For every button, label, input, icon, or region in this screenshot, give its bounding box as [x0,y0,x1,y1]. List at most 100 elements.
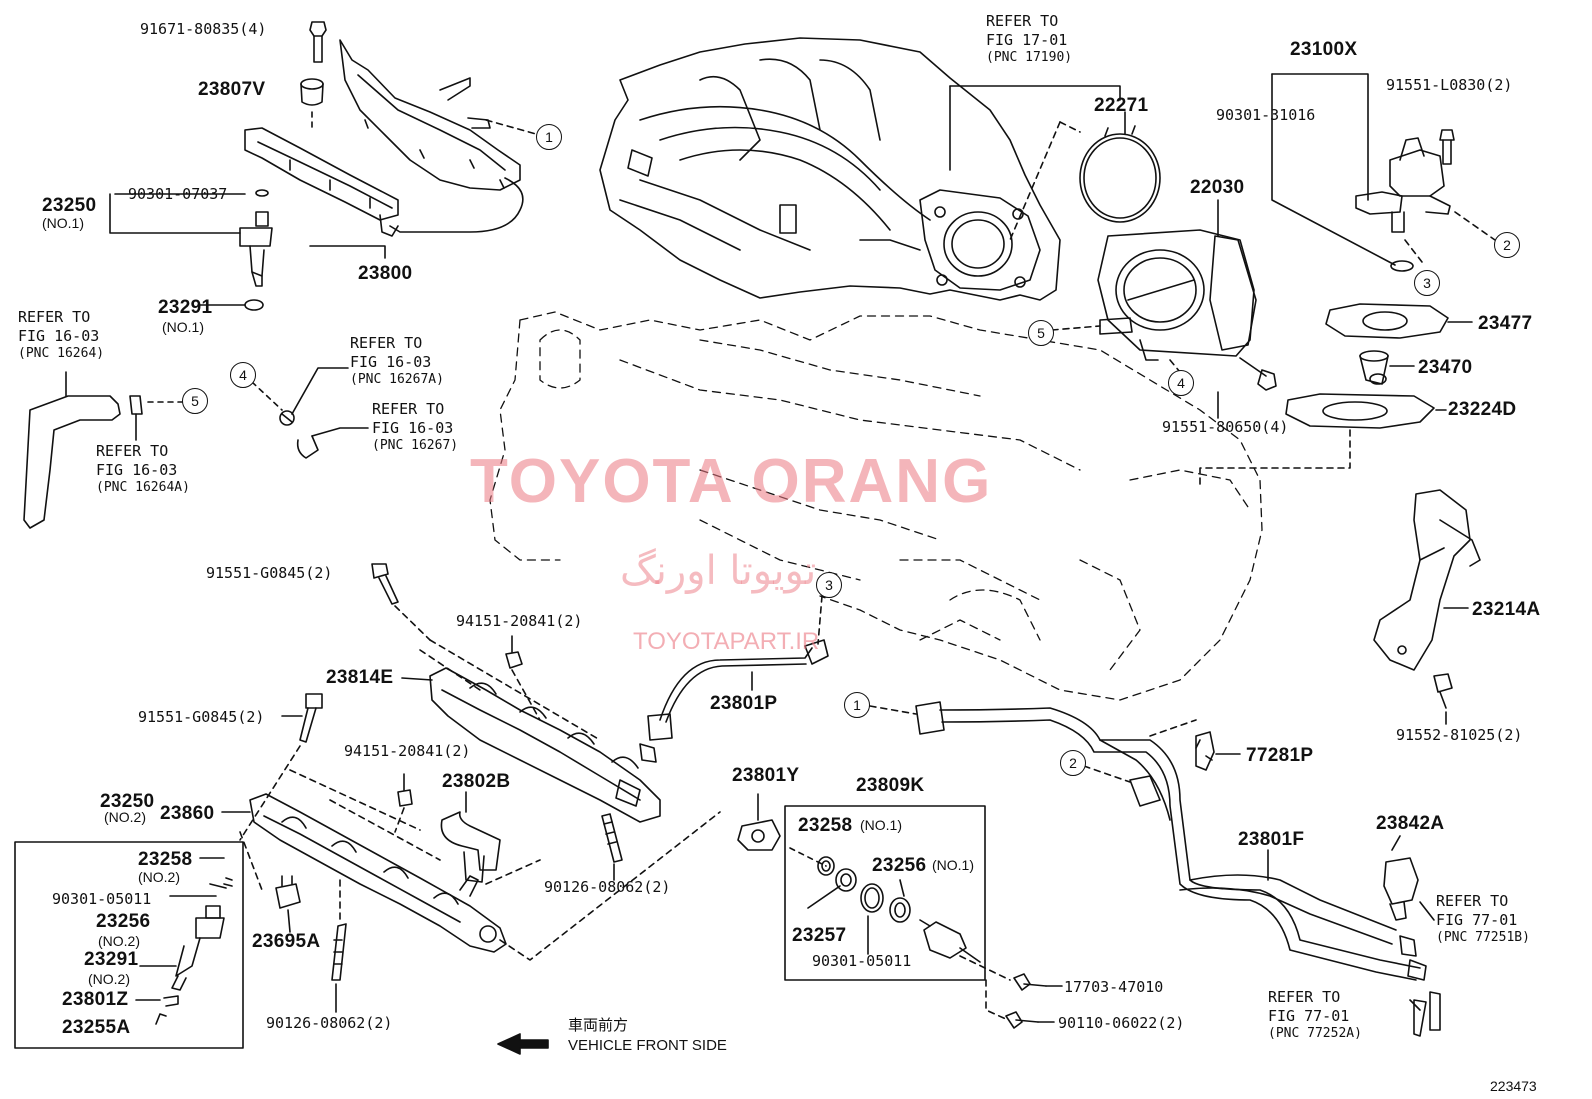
label-23807v: 23807V [198,79,266,100]
label-23224d: 23224D [1448,399,1517,420]
label-94151-20841-b: 94151-20841(2) [344,742,471,760]
insulator-23807v-illustration [300,78,324,106]
label-23258-no2: 23258 [138,849,193,870]
label-91551-g0845-a: 91551-G0845(2) [206,564,333,582]
intake-manifold-illustration [599,37,1061,301]
label-23291-no2: 23291 [84,949,139,970]
label-23801z: 23801Z [62,989,129,1010]
bolt-91671-illustration [309,21,327,63]
hose-clip-16267a-illustration [279,410,295,426]
fuel-rail-23814e-illustration [429,667,661,823]
label-94151-20841-a: 94151-20841(2) [456,612,583,630]
label-23258-no1: 23258 [798,815,853,836]
callout-3: 3 [1414,270,1440,296]
refer-line: FIG 17-01 [986,30,1068,49]
injector-no2-illustration [171,905,225,991]
label-23256-no1: 23256 [872,855,927,876]
refer-fig-77-01-pnc-77252a: REFER TO FIG 77-01 (PNC 77252A) [1268,988,1362,1042]
label-91552-81025: 91552-81025(2) [1396,726,1523,744]
refer-line: REFER TO [350,334,423,352]
bolt-91551-g0845-b-illustration [299,693,323,743]
label-no1-a: (NO.1) [42,215,84,231]
callout-2: 2 [1060,750,1086,776]
refer-line: FIG 16-03 [350,352,432,371]
label-no2-d: (NO.2) [88,971,130,987]
label-23801f: 23801F [1238,829,1305,850]
fuel-pump-23100x-illustration [1355,137,1451,233]
label-90126-08062-a: 90126-08062(2) [544,878,671,896]
label-90301-05011-b: 90301-05011 [812,952,912,970]
bolt-91551-g0845-a-illustration [371,563,399,605]
refer-line: (PNC 16264A) [96,479,190,495]
callout-2: 2 [1494,232,1520,258]
injector-no2-kit-box [14,841,244,1049]
label-91671-80835: 91671-80835(4) [140,20,267,38]
sensor-23842a-illustration [1383,835,1419,921]
callout-4: 4 [230,362,256,388]
bracket-23695a-illustration [275,875,301,909]
nut-94151-b-illustration [397,789,413,807]
label-23842a: 23842A [1376,813,1445,834]
refer-line: FIG 77-01 [1436,910,1518,929]
hose-23802b-illustration [440,811,501,883]
hose-16267-illustration [296,427,369,459]
label-23695a: 23695A [252,931,321,952]
refer-line: (PNC 16264) [18,345,105,361]
label-23214a: 23214A [1472,599,1541,620]
vehicle-front-en: VEHICLE FRONT SIDE [568,1037,727,1055]
label-23800: 23800 [358,263,413,284]
label-23250-no1: 23250 [42,195,97,216]
refer-line: (PNC 77251B) [1436,929,1530,945]
fuel-rail-no1-illustration [244,39,524,237]
refer-fig-16-03-pnc-16267a: REFER TO FIG 16-03 (PNC 16267A) [350,334,444,388]
label-91551-80650: 91551-80650(4) [1162,418,1289,436]
refer-fig-77-01-pnc-77251b: REFER TO FIG 77-01 (PNC 77251B) [1436,892,1530,946]
label-no2-c: (NO.2) [98,933,140,949]
gasket-90301-07037-illustration [255,189,269,197]
label-90301-05011-a: 90301-05011 [52,890,152,908]
label-no1-b: (NO.1) [162,319,204,335]
label-22030: 22030 [1190,177,1245,198]
refer-line: REFER TO [1268,988,1341,1006]
label-23470: 23470 [1418,357,1473,378]
callout-4: 4 [1168,370,1194,396]
gasket-23801y-illustration [737,819,781,851]
gasket-23224d-illustration [1285,393,1435,429]
o-ring-90301-31016-illustration [1390,260,1414,272]
label-23255a: 23255A [62,1017,131,1038]
clip-16264a-illustration [129,395,143,415]
label-23250-no2: 23250 [100,791,155,812]
throttle-body-22030-illustration [1097,229,1257,361]
refer-line: REFER TO [96,442,169,460]
label-no1-c: (NO.1) [860,817,902,833]
refer-line: REFER TO [986,12,1059,30]
callout-5: 5 [1028,320,1054,346]
callout-1: 1 [844,692,870,718]
refer-line: FIG 16-03 [372,418,454,437]
label-22271: 22271 [1094,95,1149,116]
gasket-22271-illustration [1079,125,1161,223]
label-no2-a: (NO.2) [104,809,146,825]
label-23477: 23477 [1478,313,1533,334]
vehicle-front-jp: 車両前方 [568,1017,629,1034]
nut-94151-a-illustration [505,651,523,669]
label-91551-g0845-b: 91551-G0845(2) [138,708,265,726]
label-23860: 23860 [160,803,215,824]
refer-line: REFER TO [372,400,445,418]
watermark-site: TOYOTAPART.IR [633,628,820,655]
stud-90126-a-illustration [601,813,623,863]
label-23291-no1: 23291 [158,297,213,318]
bolt-91551-l0830-illustration [1439,129,1455,165]
label-no2-b: (NO.2) [138,869,180,885]
fuel-rail-23860-illustration [249,793,507,953]
callout-1: 1 [536,124,562,150]
label-23801p: 23801P [710,693,778,714]
bolt-91551-80650-illustration [1239,357,1277,391]
callout-5: 5 [182,388,208,414]
label-23809k: 23809K [856,775,925,796]
label-23256-no2: 23256 [96,911,151,932]
refer-fig-17-01-pnc-17190: REFER TO FIG 17-01 (PNC 17190) [986,12,1072,66]
label-77281p: 77281P [1246,745,1314,766]
seal-kit-23809k-box [784,805,986,981]
